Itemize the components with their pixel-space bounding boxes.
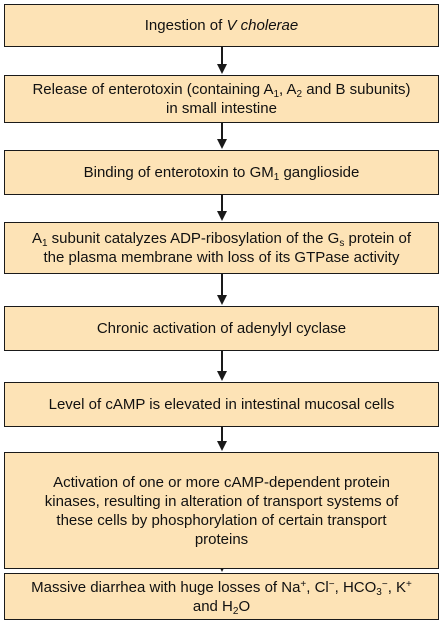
step-ingestion: Ingestion of V cholerae [4, 4, 439, 47]
text-run: ganglioside [279, 164, 360, 181]
step-text: Massive diarrhea with huge losses of Na+… [31, 578, 412, 617]
text-run: Binding of enterotoxin to GM [83, 164, 274, 181]
superscript: − [381, 578, 388, 590]
down-arrow-icon [217, 195, 227, 221]
text-run: and H [192, 597, 233, 615]
step-adenylyl-cyclase-activation: Chronic activation of adenylyl cyclase [4, 306, 439, 351]
text-run: , HCO [334, 578, 377, 596]
text-run: , Cl [306, 578, 329, 596]
superscript: + [406, 578, 412, 590]
step-adp-ribosylation: A1 subunit catalyzes ADP-ribosylation of… [4, 222, 439, 274]
text-run: and B subunits) [302, 81, 411, 98]
step-enterotoxin-release: Release of enterotoxin (containing A1, A… [4, 75, 439, 123]
step-massive-diarrhea: Massive diarrhea with huge losses of Na+… [4, 573, 439, 620]
step-text: Activation of one or more cAMP-dependent… [45, 473, 399, 549]
down-arrow-icon [217, 351, 227, 381]
text-run: Ingestion of [144, 17, 227, 34]
subscript: 1 [273, 172, 280, 183]
step-protein-kinase-activation: Activation of one or more cAMP-dependent… [4, 452, 439, 569]
step-text: Level of cAMP is elevated in intestinal … [49, 395, 395, 414]
subscript: 1 [41, 238, 48, 249]
down-arrow-icon [217, 47, 227, 74]
text-run: V cholerae [226, 17, 299, 34]
step-camp-elevated: Level of cAMP is elevated in intestinal … [4, 382, 439, 427]
subscript: 2 [232, 605, 239, 617]
down-arrow-icon [217, 427, 227, 451]
text-run: these cells by phosphorylation of certai… [56, 511, 387, 529]
step-text: Ingestion of V cholerae [145, 16, 298, 35]
subscript: 3 [376, 586, 382, 598]
down-arrow-icon [217, 274, 227, 305]
text-run: proteins [194, 530, 249, 548]
text-run: subunit catalyzes ADP-ribosylation of th… [47, 230, 340, 247]
text-run: Level of cAMP is elevated in intestinal … [48, 396, 395, 413]
text-run: in small intestine [166, 100, 277, 117]
superscript: − [328, 578, 335, 590]
text-run: Release of enterotoxin (containing A [32, 81, 274, 98]
subscript: 2 [296, 89, 303, 100]
text-run: the plasma membrane with loss of its GTP… [43, 249, 400, 266]
text-run: A [31, 230, 42, 247]
down-arrow-icon [217, 123, 227, 149]
superscript: + [300, 578, 307, 590]
step-text: A1 subunit catalyzes ADP-ribosylation of… [32, 229, 411, 267]
text-run: Massive diarrhea with huge losses of Na [31, 578, 301, 596]
step-gm1-binding: Binding of enterotoxin to GM1 gangliosid… [4, 150, 439, 195]
text-run: O [238, 597, 251, 615]
step-text: Chronic activation of adenylyl cyclase [97, 319, 346, 338]
step-text: Release of enterotoxin (containing A1, A… [32, 80, 410, 118]
text-run: Activation of one or more cAMP-dependent… [53, 473, 390, 491]
text-run: protein of [344, 230, 412, 247]
step-text: Binding of enterotoxin to GM1 gangliosid… [83, 163, 360, 183]
text-run: , A [279, 81, 297, 98]
subscript: 1 [273, 89, 280, 100]
subscript: s [339, 238, 345, 249]
text-run: kinases, resulting in alteration of tran… [44, 492, 399, 510]
text-run: Chronic activation of adenylyl cyclase [96, 320, 347, 337]
text-run: , K [387, 578, 407, 596]
